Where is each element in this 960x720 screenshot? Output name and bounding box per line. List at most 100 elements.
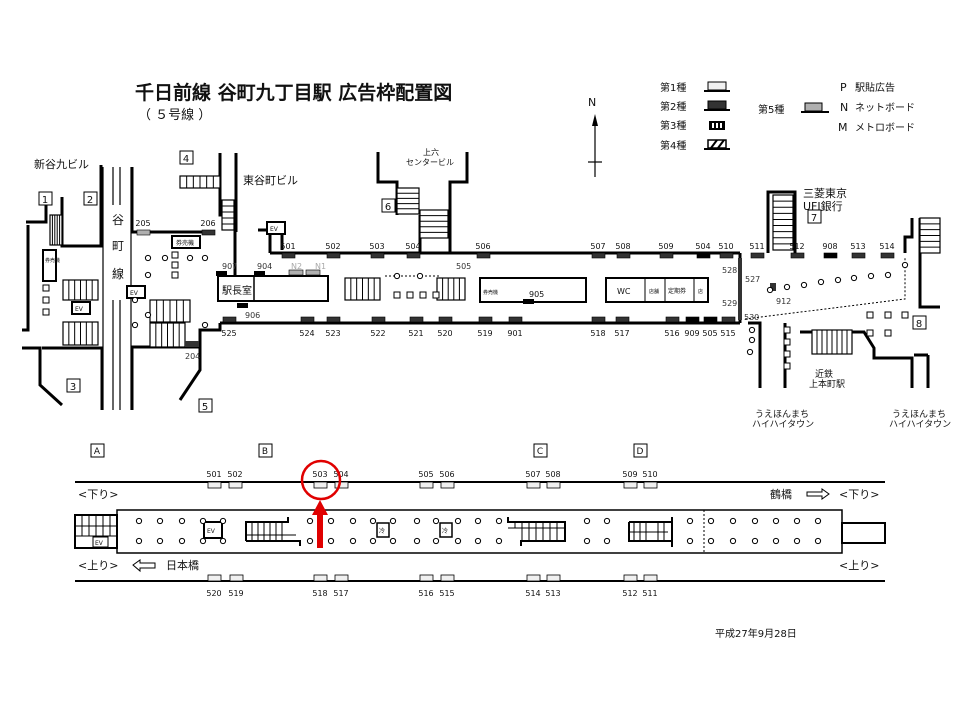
ad-board-kind3[interactable] xyxy=(825,253,836,258)
board-528-530[interactable] xyxy=(738,258,742,320)
ad-board-507[interactable] xyxy=(591,252,606,259)
ad-board-510[interactable] xyxy=(643,481,658,489)
ad-board-508[interactable] xyxy=(546,481,561,489)
ad-board-517[interactable] xyxy=(615,316,630,323)
svg-text:529: 529 xyxy=(722,299,737,308)
ad-board-502[interactable] xyxy=(228,481,243,489)
pillar xyxy=(729,537,737,545)
ad-board-502[interactable] xyxy=(326,252,341,259)
ad-board-label: 505 xyxy=(418,470,433,479)
ad-board-label: 511 xyxy=(642,589,657,598)
ad-board-label: 511 xyxy=(749,242,764,251)
ad-board-503[interactable] xyxy=(313,481,328,489)
ad-board-501[interactable] xyxy=(207,481,222,489)
ad-board-901[interactable] xyxy=(508,316,523,323)
svg-text:204: 204 xyxy=(185,352,200,361)
ad-board-510[interactable] xyxy=(719,252,734,259)
ad-board-504[interactable] xyxy=(406,252,421,259)
pillar xyxy=(707,517,715,525)
ad-board-515[interactable] xyxy=(721,316,736,323)
exit-4-badge[interactable] xyxy=(179,150,194,165)
board-n2[interactable] xyxy=(288,269,304,276)
pillar xyxy=(772,517,780,525)
ad-board-515[interactable] xyxy=(440,574,455,582)
pillar xyxy=(603,517,611,525)
exit-5-badge[interactable] xyxy=(198,398,213,413)
ad-board-507[interactable] xyxy=(526,481,541,489)
ad-board-505[interactable] xyxy=(703,316,718,323)
page-title: 千日前線 谷町九丁目駅 広告枠配置図 xyxy=(135,81,452,104)
ad-board-206[interactable] xyxy=(201,229,216,236)
ad-board-509[interactable] xyxy=(659,252,674,259)
ad-board-517[interactable] xyxy=(334,574,349,582)
pillar xyxy=(834,276,842,284)
ad-board-509[interactable] xyxy=(623,481,638,489)
ad-board-504[interactable] xyxy=(696,252,711,259)
ad-board-516[interactable] xyxy=(419,574,434,582)
pillar xyxy=(686,537,694,545)
ad-board-520[interactable] xyxy=(207,574,222,582)
pillar xyxy=(393,272,401,280)
pillar xyxy=(199,517,207,525)
ad-board-523[interactable] xyxy=(326,316,341,323)
ad-board-520[interactable] xyxy=(438,316,453,323)
landmark-hihai-2: うえほんまち xyxy=(892,409,946,420)
ad-board-506[interactable] xyxy=(440,481,455,489)
ad-board-label: 504 xyxy=(405,242,420,251)
wc: WC xyxy=(617,287,631,296)
exit-8-badge[interactable] xyxy=(912,315,927,330)
ad-board-kind3[interactable] xyxy=(216,271,227,276)
exit-number: 1 xyxy=(42,195,48,206)
ad-board-204[interactable] xyxy=(185,341,199,347)
ad-board-511[interactable] xyxy=(750,252,765,259)
section-label: C xyxy=(537,447,543,457)
ad-board-525[interactable] xyxy=(222,316,237,323)
ad-board-kind3[interactable] xyxy=(254,271,265,276)
ad-board-514[interactable] xyxy=(526,574,541,582)
pillar xyxy=(686,517,694,525)
board-912[interactable] xyxy=(770,283,776,291)
ad-board-504[interactable] xyxy=(334,481,349,489)
ad-board-505[interactable] xyxy=(419,481,434,489)
ad-board-label: 518 xyxy=(590,329,605,338)
ad-board-label: 508 xyxy=(545,470,560,479)
ad-board-524[interactable] xyxy=(300,316,315,323)
ad-board-kind3[interactable] xyxy=(523,299,534,304)
ad-board-503[interactable] xyxy=(370,252,385,259)
column xyxy=(783,362,791,370)
ad-board-513[interactable] xyxy=(546,574,561,582)
ad-board-909[interactable] xyxy=(685,316,700,323)
svg-text:912: 912 xyxy=(776,297,791,306)
ad-board-label: 517 xyxy=(614,329,629,338)
ad-board-518[interactable] xyxy=(591,316,606,323)
ad-board-513[interactable] xyxy=(851,252,866,259)
ad-board-519[interactable] xyxy=(229,574,244,582)
concourse-map: 谷 町 線 新谷九ビル 東谷町ビル 上六 センタービル 三菱東京 UFJ銀行 近… xyxy=(22,147,951,430)
tanimachi-line-label: 谷 xyxy=(112,213,124,227)
ad-board-516[interactable] xyxy=(665,316,680,323)
exit-2-badge[interactable] xyxy=(83,191,98,206)
ad-board-518[interactable] xyxy=(313,574,328,582)
ad-board-514[interactable] xyxy=(880,252,895,259)
station-master-room: 駅長室 xyxy=(222,284,252,297)
exit-1-badge[interactable] xyxy=(38,191,53,206)
ad-board-512[interactable] xyxy=(623,574,638,582)
ad-board-521[interactable] xyxy=(409,316,424,323)
board-n1[interactable] xyxy=(305,269,321,276)
ad-board-label: 517 xyxy=(333,589,348,598)
exit-3-badge[interactable] xyxy=(66,378,81,393)
ad-board-522[interactable] xyxy=(371,316,386,323)
ad-board-512[interactable] xyxy=(790,252,805,259)
ad-board-506[interactable] xyxy=(476,252,491,259)
ad-board-205[interactable] xyxy=(136,229,151,236)
exit-7-badge[interactable] xyxy=(807,209,822,224)
ad-board-508[interactable] xyxy=(616,252,631,259)
ad-board-519[interactable] xyxy=(478,316,493,323)
exit-6-badge[interactable] xyxy=(381,198,396,213)
stairs-d-icon xyxy=(628,517,673,547)
ad-board-511[interactable] xyxy=(643,574,658,582)
ad-board-label: 501 xyxy=(280,242,295,251)
ad-board-kind3[interactable] xyxy=(237,303,248,308)
ad-board-501[interactable] xyxy=(281,252,296,259)
svg-text:店: 店 xyxy=(698,288,703,295)
